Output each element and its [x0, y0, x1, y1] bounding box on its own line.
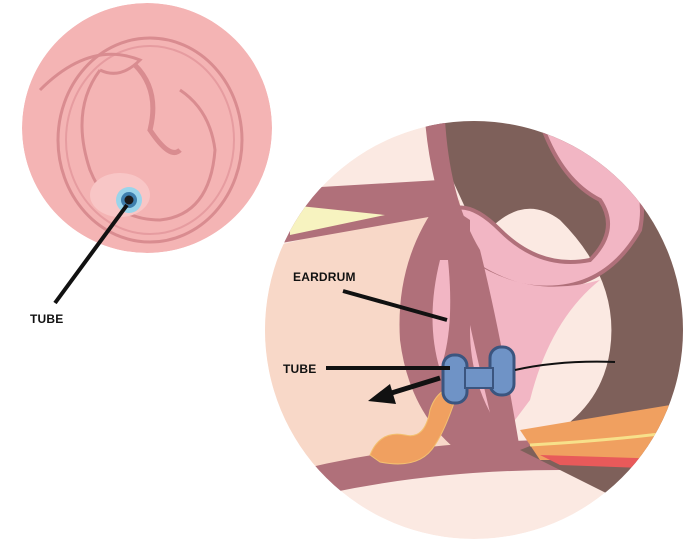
tube-grommet	[441, 345, 516, 405]
tube-inner-line	[514, 360, 616, 371]
tube-label-inner: TUBE	[283, 362, 317, 376]
drainage-arrow-icon	[368, 375, 441, 404]
tube-pointer-line-outer	[53, 203, 129, 305]
tube-label-outer: TUBE	[30, 312, 64, 326]
eardrum-pointer-line	[342, 289, 448, 322]
eardrum-label: EARDRUM	[293, 270, 356, 284]
middle-ear-cross-section	[265, 121, 683, 539]
eardrum-external-view	[22, 3, 272, 253]
